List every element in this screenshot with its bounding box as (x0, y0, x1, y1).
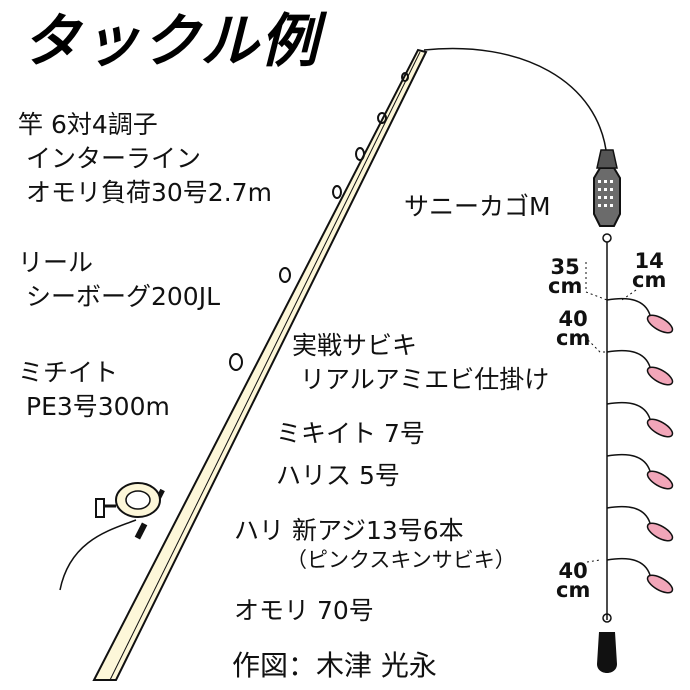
hooks (606, 297, 651, 576)
rod-spec: オモリ負荷30号2.7m (26, 178, 272, 207)
reel (59, 482, 161, 591)
measure-14-value: 14 (634, 249, 664, 273)
measure-35: 35 cm (548, 255, 583, 298)
harisu-spec: ハリス 5号 (276, 461, 400, 490)
mikito-spec: ミキイト 7号 (276, 419, 425, 448)
measure-14: 14 cm (632, 249, 667, 292)
measure-40-top: 40 cm (556, 307, 591, 350)
bait-shrimp (646, 314, 674, 594)
rig-name: リアルアミエビ仕掛け (300, 365, 550, 394)
sinker-spec: オモリ 70号 (234, 596, 374, 625)
measure-40-bottom: 40 cm (556, 559, 591, 602)
measure-14-unit: cm (632, 267, 667, 292)
credit: 作図：木津 光永 (232, 649, 437, 682)
measure-40-bottom-value: 40 (558, 559, 588, 583)
main-line (423, 47, 608, 159)
hook-note: （ピンクスキンサビキ） (286, 548, 516, 572)
rig-label: 実戦サビキ (292, 331, 418, 360)
page-title: タックル例 (22, 7, 321, 75)
reel-label: リール (18, 248, 94, 277)
measure-lines (585, 262, 637, 563)
measure-40-top-value: 40 (558, 307, 588, 331)
rod-type: インターライン (26, 144, 202, 173)
measure-40-top-unit: cm (556, 325, 591, 350)
measure-35-unit: cm (548, 273, 583, 298)
feeder-basket (593, 149, 621, 243)
rod (92, 48, 428, 681)
rod-label: 竿 6対4調子 (18, 110, 158, 139)
reel-model: シーボーグ200JL (26, 282, 221, 311)
basket-label: サニーカゴM (404, 192, 551, 221)
main-line-spec: PE3号300m (26, 392, 170, 421)
measure-40-bottom-unit: cm (556, 577, 591, 602)
sinker (597, 613, 617, 673)
hook-spec: ハリ 新アジ13号6本 (234, 516, 464, 545)
main-line-label: ミチイト (18, 358, 119, 387)
measure-35-value: 35 (550, 255, 580, 279)
